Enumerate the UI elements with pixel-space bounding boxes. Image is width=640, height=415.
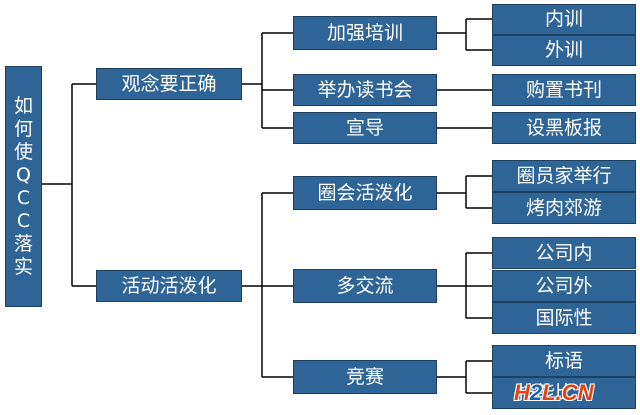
root-node: 如 何 使 Q C C 落 实 bbox=[5, 66, 42, 307]
root-char: 何 bbox=[13, 117, 33, 140]
node-level2-circle-meeting: 圈会活泼化 bbox=[293, 176, 437, 210]
root-char: 实 bbox=[13, 255, 33, 278]
node-level1-activity: 活动活泼化 bbox=[96, 270, 242, 302]
root-char: Q bbox=[16, 163, 31, 186]
root-char: 落 bbox=[13, 232, 33, 255]
node-level3-family-event: 圈员家举行 bbox=[492, 160, 636, 192]
root-char: 如 bbox=[13, 94, 33, 117]
node-level2-exchange: 多交流 bbox=[293, 269, 437, 303]
node-level1-concept: 观念要正确 bbox=[96, 68, 242, 100]
node-level2-training: 加强培训 bbox=[293, 16, 437, 50]
node-level3-inside-company: 公司内 bbox=[492, 237, 636, 269]
node-level2-reading-club: 举办读书会 bbox=[293, 74, 437, 106]
root-char: C bbox=[16, 186, 31, 209]
node-level3-external-training: 外训 bbox=[492, 35, 636, 66]
node-level3-bbq-outing: 烤肉郊游 bbox=[492, 192, 636, 224]
node-level3-international: 国际性 bbox=[492, 302, 636, 334]
node-level3-buy-books: 购置书刊 bbox=[492, 74, 636, 106]
node-level3-blackboard: 设黑板报 bbox=[492, 112, 636, 144]
root-char: C bbox=[16, 209, 31, 232]
node-level2-promotion: 宣导 bbox=[293, 112, 437, 144]
node-level2-competition: 竞赛 bbox=[293, 360, 437, 394]
node-level3-slogan: 标语 bbox=[492, 345, 636, 377]
watermark-logo: H2L.CN bbox=[514, 380, 594, 405]
root-char: 使 bbox=[13, 140, 33, 163]
node-level3-skill-contest: 技能比 bbox=[492, 377, 636, 409]
node-level3-outside-company: 公司外 bbox=[492, 270, 636, 302]
node-level3-internal-training: 内训 bbox=[492, 4, 636, 35]
